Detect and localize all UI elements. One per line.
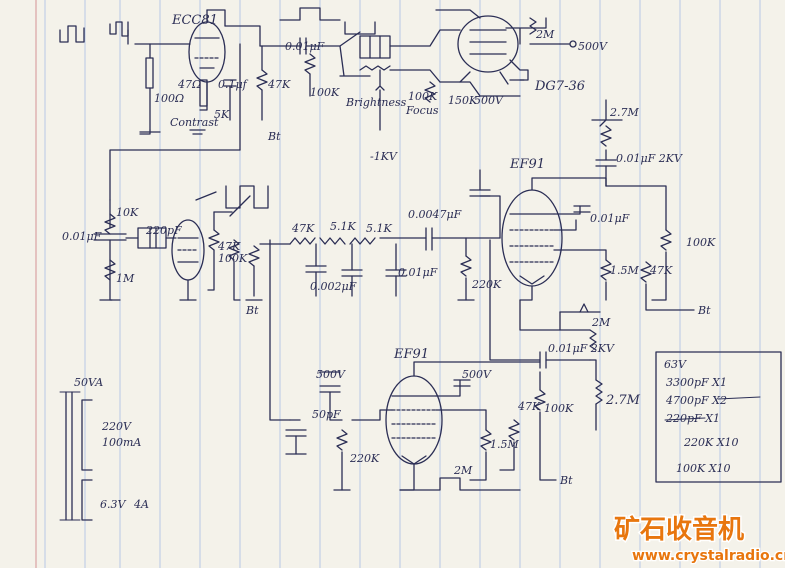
label-c-001uf-left: 0.01μF (62, 230, 102, 243)
label-r-1m: 1M (116, 272, 135, 285)
label-r-100k-b: 100K (218, 252, 248, 265)
label-r-2m: 2M (591, 316, 611, 329)
label-contrast: Contrast (170, 116, 219, 129)
parts-list-box (655, 351, 782, 483)
label-bt2: Bt (245, 304, 259, 317)
parts-220pf: 220pF X1 (665, 412, 720, 425)
parts-4700pf: 4700pF X2 (665, 394, 727, 407)
label-c-01uf-a: 0.01μF (285, 40, 325, 53)
crt-dg7-36 (435, 9, 623, 187)
parts-3300pf: 3300pF X1 (666, 376, 727, 389)
schematic-labels: ECC81 DG7-36 EF91 EF91 Bt Bt Bt Bt 0.01μ… (62, 13, 739, 511)
label-c-00047uf: 0.0047μF (408, 208, 462, 221)
label-c-01uf-mid: 0.01μF (398, 266, 438, 279)
label-r-100k-a: 100K (310, 86, 340, 99)
power-transformer (59, 391, 93, 521)
label-trans-100ma: 100mA (102, 436, 141, 449)
label-r-2m-b: 2M (453, 464, 473, 477)
label-c-50pf: 50pF (312, 408, 341, 421)
label-trans-63v: 6.3V (100, 498, 126, 511)
watermark-url: www.crystalradio.cn (632, 548, 785, 564)
label-r-220k-b: 220K (349, 452, 380, 465)
label-r-100-ohm: 100Ω (154, 92, 184, 105)
watermark: 矿石收音机 www.crystalradio.cn (613, 513, 785, 566)
label-focus: Focus (405, 104, 439, 117)
notebook-rules (44, 0, 761, 568)
label-v-500: 500V (474, 94, 504, 107)
label-r-2-7m-b: 2.7M (605, 393, 641, 408)
label-c-500v-a: 500V (316, 368, 346, 381)
label-r-100k-d: 100K (544, 402, 574, 415)
label-r-47k-a: 47K (267, 78, 291, 91)
label-trans-4a: 4A (133, 498, 149, 511)
label-r-10k: 10K (116, 206, 139, 219)
label-bt4: Bt (559, 474, 573, 487)
label-tube-dg7-36: DG7-36 (534, 79, 585, 94)
label-trans-220v: 220V (101, 420, 132, 433)
sync-amplifier-chain (93, 185, 501, 421)
label-tube-ecc81: ECC81 (171, 13, 218, 28)
label-r-100k-focus: 100K (408, 90, 438, 103)
label-r-47ohm: 47Ω (177, 78, 201, 91)
label-r-2-7m: 2.7M (609, 106, 639, 119)
label-r-5k: 5K (214, 108, 230, 121)
label-c-01uf-2kv: 0.01μF 2KV (616, 152, 683, 165)
label-r-100k-c: 100K (686, 236, 716, 249)
parts-220k: 220K X10 (683, 436, 739, 449)
label-bt3: Bt (697, 304, 711, 317)
label-tube-ef91-top: EF91 (509, 157, 545, 172)
label-r-150k: 150K (448, 94, 478, 107)
label-r-47k-e: 47K (517, 400, 541, 413)
label-r-47k-c: 47K (291, 222, 315, 235)
label-r-51k: 5.1K (330, 220, 356, 233)
ecc81-stage (59, 9, 261, 201)
label-r-220k: 220K (471, 278, 502, 291)
label-brightness: Brightness (345, 96, 407, 109)
label-r-1-5m: 1.5M (610, 264, 639, 277)
label-c-01uf-2kv-b: 0.01μF 2KV (548, 342, 615, 355)
label-tube-ef91-bottom: EF91 (393, 347, 429, 362)
label-r-2m-top: 2M (535, 28, 555, 41)
watermark-cn: 矿石收音机 (614, 514, 744, 545)
ef91-lower-stage (285, 359, 603, 491)
label-r-47k-b: 47K (217, 240, 241, 253)
label-c-500v-b: 500V (462, 368, 492, 381)
parts-100k: 100K X10 (676, 462, 731, 475)
label-c-220pf: 220pF (145, 224, 182, 237)
label-trans-50va: 50VA (74, 376, 103, 389)
parts-63v: 63V (664, 358, 687, 371)
label-bt1: Bt (267, 130, 281, 143)
label-c-0002uf: 0.002μF (310, 280, 357, 293)
ef91-upper-stage (469, 169, 695, 369)
label-r-47k-d: 47K (649, 264, 673, 277)
label-v-500-top: 500V (578, 40, 608, 53)
hv-divider-chain (256, 7, 521, 131)
label-c-01uf-b: 0.1μf (218, 78, 249, 91)
label-v-minus1kv: -1KV (370, 150, 398, 163)
label-r-51k-b: 5.1K (366, 222, 392, 235)
label-r-1-5m-b: 1.5M (490, 438, 519, 451)
label-c-01uf-ef91: 0.01μF (590, 212, 630, 225)
